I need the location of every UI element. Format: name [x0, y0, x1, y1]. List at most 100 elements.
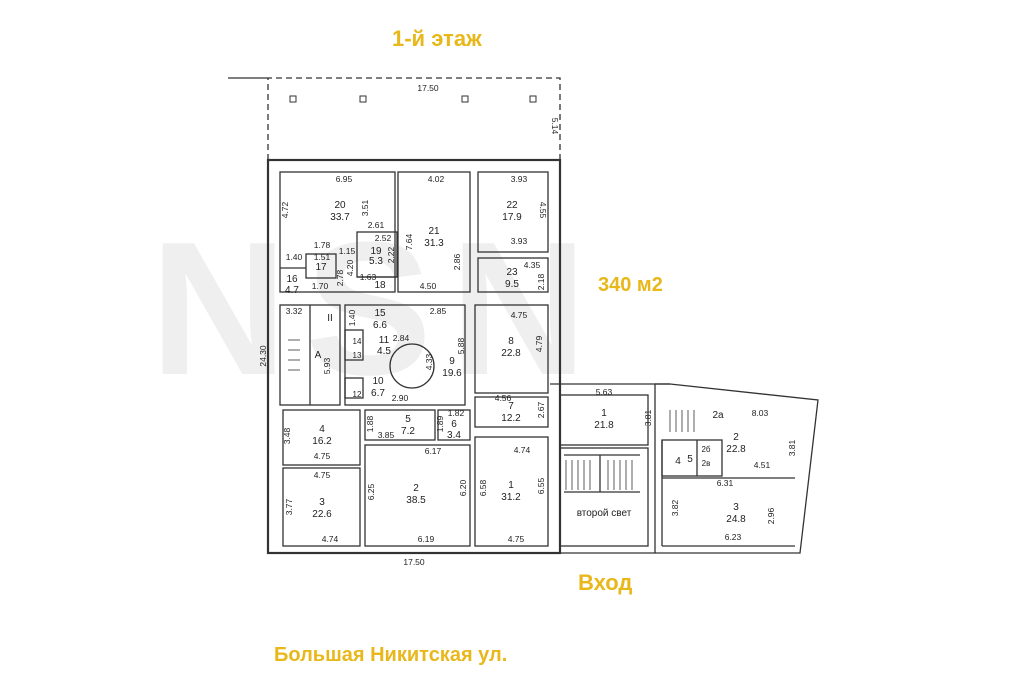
- dim: 2.86: [452, 253, 462, 270]
- dim: 3.48: [282, 427, 292, 444]
- dim: 3.32: [286, 306, 303, 316]
- dim: 4.33: [424, 353, 434, 370]
- room-1-area: 31.2: [501, 492, 521, 503]
- room-1-number: 1: [508, 480, 514, 491]
- room-ii-label: II: [327, 313, 333, 324]
- room-15-number: 15: [374, 308, 386, 319]
- room-a-label: A: [315, 350, 322, 361]
- dim: 2.18: [536, 273, 546, 290]
- dim: 17.50: [417, 83, 439, 93]
- room-6-number: 6: [451, 419, 457, 430]
- room-7-number: 7: [508, 401, 514, 412]
- second-light-label: второй свет: [577, 508, 632, 519]
- room-21-area: 31.3: [424, 238, 444, 249]
- dim: 17.50: [403, 557, 425, 567]
- dim: 6.95: [336, 174, 353, 184]
- room-5-number: 5: [405, 414, 411, 425]
- dim: 2.22: [386, 246, 396, 263]
- room-23-area: 9.5: [505, 279, 519, 290]
- dim: 1.51: [314, 252, 331, 262]
- dim: 6.19: [418, 534, 435, 544]
- room-11-number: 11: [379, 335, 390, 346]
- dim: 2.78: [335, 269, 345, 286]
- dim: 4.56: [495, 393, 512, 403]
- dim: 4.75: [314, 451, 331, 461]
- dim: 2.96: [766, 507, 776, 524]
- dim: 6.55: [536, 477, 546, 494]
- room-21-number: 21: [428, 226, 440, 237]
- dim: 2.90: [392, 393, 409, 403]
- dim: 6.58: [478, 479, 488, 496]
- dim: 2.67: [536, 401, 546, 418]
- room-15-area: 6.6: [373, 320, 387, 331]
- room-10-area: 6.7: [371, 388, 385, 399]
- annex-room-5-number: 5: [687, 454, 693, 465]
- dim: 1.63: [360, 272, 377, 282]
- dim: 2.52: [375, 233, 392, 243]
- annex-right-outline: [655, 383, 819, 554]
- dim: 5.14: [550, 118, 560, 135]
- dim: 1.82: [448, 408, 465, 418]
- dim: 1.70: [312, 281, 329, 291]
- dim: 4.72: [280, 201, 290, 218]
- dim: 3.82: [670, 499, 680, 516]
- dim: 2.85: [430, 306, 447, 316]
- room-10-number: 10: [372, 376, 384, 387]
- dim: 1.89: [435, 415, 445, 432]
- floor-title: 1-й этаж: [392, 26, 482, 51]
- room-9-area: 19.6: [442, 368, 462, 379]
- dim: 6.25: [366, 483, 376, 500]
- dim: 4.35: [524, 260, 541, 270]
- main-building-outline: [266, 158, 562, 555]
- room-13-number: 13: [353, 351, 362, 360]
- room-19-area: 5.3: [369, 256, 383, 267]
- dim: 6.20: [458, 479, 468, 496]
- dim: 3.81: [787, 439, 797, 456]
- dim: 6.17: [425, 446, 442, 456]
- room-11-area: 4.5: [377, 346, 391, 357]
- dim: 5.88: [456, 337, 466, 354]
- room-7-area: 12.2: [501, 413, 521, 424]
- room-8-number: 8: [508, 336, 514, 347]
- dim: 1.40: [347, 309, 357, 326]
- dim: 4.74: [514, 445, 531, 455]
- room-23-number: 23: [506, 267, 518, 278]
- room-22-area: 17.9: [502, 212, 522, 223]
- dim: 4.75: [508, 534, 525, 544]
- terrace-outline: [267, 77, 561, 160]
- dim: 6.31: [717, 478, 734, 488]
- stairs: [288, 339, 695, 490]
- dim: 1.40: [286, 252, 303, 262]
- annex-room-2-area: 22.8: [726, 444, 746, 455]
- dim: 4.55: [538, 202, 548, 219]
- room-3-area: 22.6: [312, 509, 332, 520]
- dim: 4.02: [428, 174, 445, 184]
- dim: 3.85: [378, 430, 395, 440]
- dim: 8.03: [752, 408, 769, 418]
- room-16-number: 16: [286, 274, 298, 285]
- dim: 1.88: [365, 415, 375, 432]
- dim: 4.79: [534, 335, 544, 352]
- dim: 4.20: [345, 259, 355, 276]
- dim: 3.81: [643, 409, 653, 426]
- room-2v-number: 2в: [702, 459, 711, 468]
- room-17-number: 17: [315, 262, 327, 273]
- room-5-area: 7.2: [401, 426, 415, 437]
- room-2-area: 38.5: [406, 495, 426, 506]
- annex-left-outline: [550, 383, 656, 554]
- room-8-area: 22.8: [501, 348, 521, 359]
- dim: 6.23: [725, 532, 742, 542]
- dim: 24.30: [258, 345, 268, 367]
- room-20-number: 20: [334, 200, 346, 211]
- dim: 1.78: [314, 240, 331, 250]
- room-3-number: 3: [319, 497, 325, 508]
- dim: 5.93: [322, 357, 332, 374]
- dim: 4.51: [754, 460, 771, 470]
- dim: 4.50: [420, 281, 437, 291]
- room-14-number: 14: [353, 337, 362, 346]
- dim: 3.93: [511, 174, 528, 184]
- dim: 3.51: [360, 199, 370, 216]
- annex-room-2-number: 2: [733, 432, 739, 443]
- watermark: NSN: [150, 203, 606, 415]
